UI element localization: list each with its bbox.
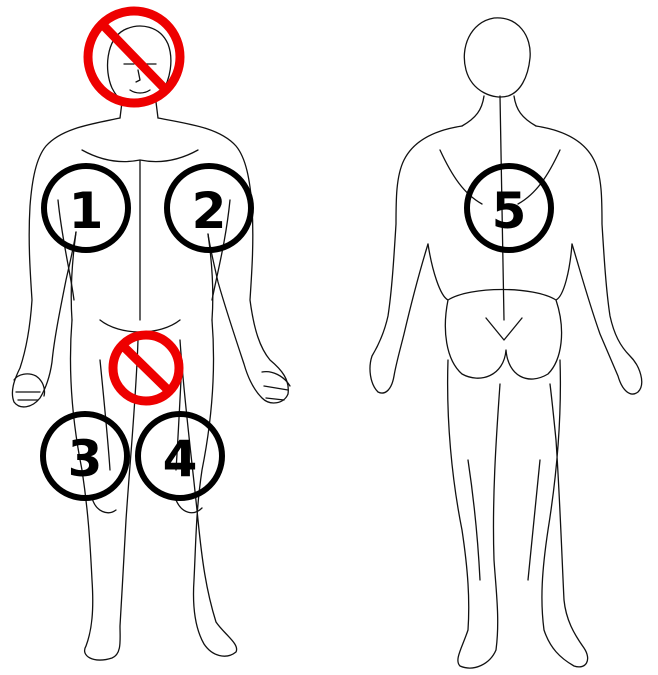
marker-number: 3 [68, 430, 103, 488]
marker-1: 1 [44, 166, 128, 250]
marker-number: 5 [492, 182, 527, 240]
front-figure [12, 26, 290, 660]
back-head [464, 18, 530, 97]
back-glutes [428, 244, 572, 379]
marker-5: 5 [467, 166, 551, 250]
back-calf-lines [468, 460, 540, 580]
front-right-hand [262, 372, 290, 400]
back-left-leg [448, 360, 500, 668]
front-left-side [12, 118, 120, 407]
marker-number: 4 [163, 430, 198, 488]
back-neck [462, 96, 536, 126]
marker-2: 2 [167, 166, 251, 250]
marker-4: 4 [138, 414, 222, 498]
back-right-leg [542, 360, 588, 667]
marker-number: 2 [192, 182, 227, 240]
front-left-hand [14, 374, 45, 400]
marker-number: 1 [69, 182, 104, 240]
no-symbol-face [88, 11, 180, 103]
no-symbol-groin [113, 335, 179, 401]
marker-3: 3 [43, 414, 127, 498]
back-figure [370, 18, 642, 668]
